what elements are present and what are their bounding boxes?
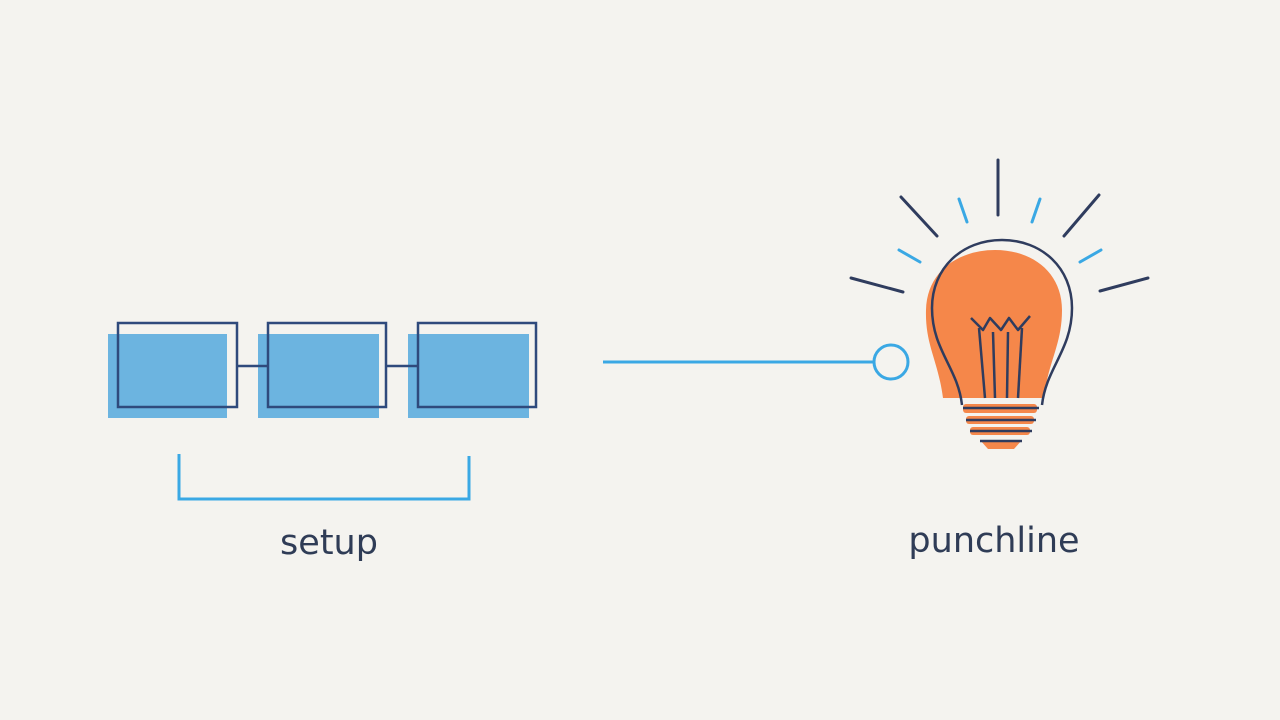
filament-stem	[1005, 331, 1010, 399]
connector-end-circle	[872, 343, 910, 381]
filament-stem	[977, 327, 987, 399]
ray	[1030, 197, 1042, 224]
bulb-base	[963, 404, 1039, 449]
ray	[899, 195, 939, 238]
filament-stem	[1016, 327, 1024, 399]
ray	[1078, 248, 1103, 264]
ray	[897, 248, 922, 264]
ray	[1098, 276, 1150, 293]
setup-label: setup	[280, 523, 378, 563]
box-3-fill	[408, 334, 529, 418]
bulb-filament	[970, 315, 1031, 399]
punchline-label: punchline	[908, 521, 1080, 561]
connector	[603, 343, 910, 381]
bulb-rays	[849, 158, 1150, 294]
ray	[957, 197, 969, 224]
filament-stem	[991, 331, 997, 399]
setup-boxes	[108, 321, 538, 418]
lightbulb-icon	[849, 158, 1150, 449]
bulb-glass-outline	[930, 238, 1074, 406]
box-2-fill	[258, 334, 379, 418]
box-1-fill	[108, 334, 227, 418]
filament-zigzag	[970, 315, 1031, 332]
ray	[849, 276, 905, 294]
setup-bracket	[177, 454, 471, 501]
ray	[1062, 193, 1101, 238]
